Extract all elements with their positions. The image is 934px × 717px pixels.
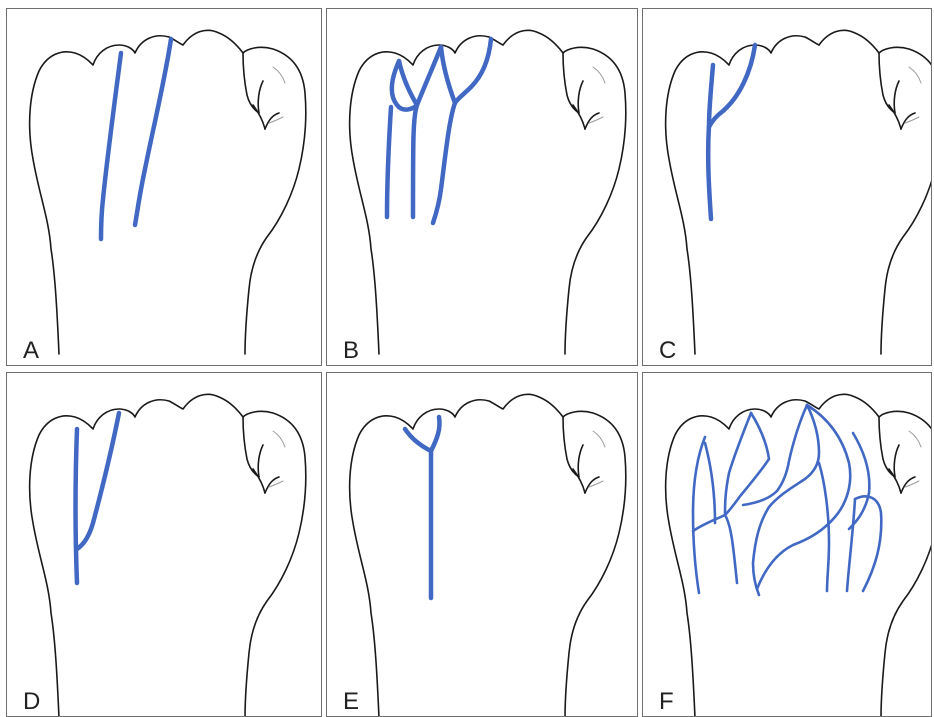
panel-label-c: C [659,339,676,363]
fist-outline [30,30,306,354]
vein-e-1 [405,417,440,451]
panel-e-drawing [327,373,638,717]
vein-d-1 [76,429,78,583]
panel-label-b: B [343,339,359,363]
vein-b-4 [417,47,441,105]
panel-c-drawing [643,9,932,366]
fist-outline [350,394,626,717]
panel-f: F [642,372,932,717]
panel-b-drawing [327,9,638,366]
vein-f-10 [849,433,869,529]
vein-c-1 [708,65,713,219]
vein-d-2 [77,413,119,549]
vein-f-6 [743,405,807,505]
panel-label-d: D [23,690,40,714]
vein-a-2 [135,39,171,225]
vein-a-1 [101,53,121,239]
panel-d-drawing [7,373,322,717]
panel-d: D [6,372,322,717]
panel-label-a: A [23,339,39,363]
vein-f-2 [705,443,715,523]
vein-b-6 [455,39,491,103]
panel-a-drawing [7,9,322,366]
vein-f-3 [693,515,737,583]
vein-b-2 [399,61,417,105]
fist-outline [30,394,306,717]
vein-f-11 [855,496,881,591]
vein-b-3 [387,107,391,217]
panel-e: E [326,372,638,717]
panel-label-e: E [343,690,359,714]
panel-f-drawing [643,373,932,717]
vein-f-1 [693,437,705,593]
panel-c: C [642,8,932,366]
fist-outline [666,30,932,354]
panel-label-f: F [659,690,674,714]
vein-b-5 [433,47,455,223]
panel-a: A [6,8,322,366]
panel-b: B [326,8,638,366]
vein-f-12 [847,499,855,591]
